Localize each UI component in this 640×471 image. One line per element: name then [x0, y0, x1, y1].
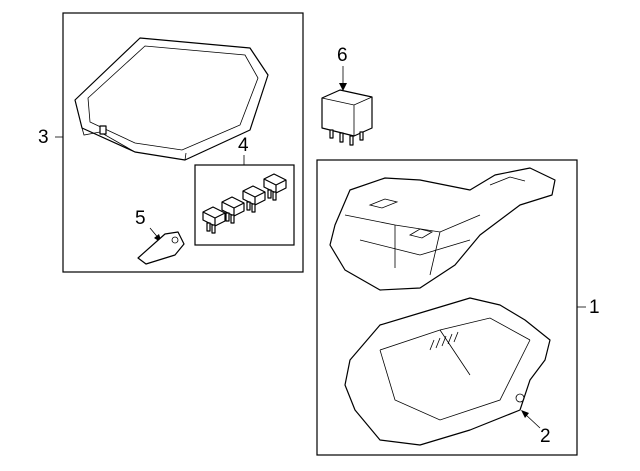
group-box-cover	[62, 12, 304, 273]
fuse-box-cover-part	[74, 37, 269, 161]
callout-4: 4	[238, 135, 249, 156]
fuses-part	[202, 173, 287, 234]
callout-1: 1	[589, 297, 600, 318]
relay-part	[321, 89, 373, 146]
callout-3: 3	[38, 127, 49, 148]
fuse-box-lower-part	[344, 297, 551, 446]
group-box-fuses	[194, 164, 295, 246]
group-box-assembly	[316, 159, 578, 456]
fuse-puller-part	[137, 231, 185, 265]
callout-6: 6	[337, 45, 348, 66]
callout-2: 2	[540, 426, 551, 447]
fuse-box-upper-part	[329, 167, 556, 291]
callout-5: 5	[135, 208, 146, 229]
leader-6-arrow	[339, 66, 347, 91]
leader-2-arrow	[521, 410, 541, 429]
